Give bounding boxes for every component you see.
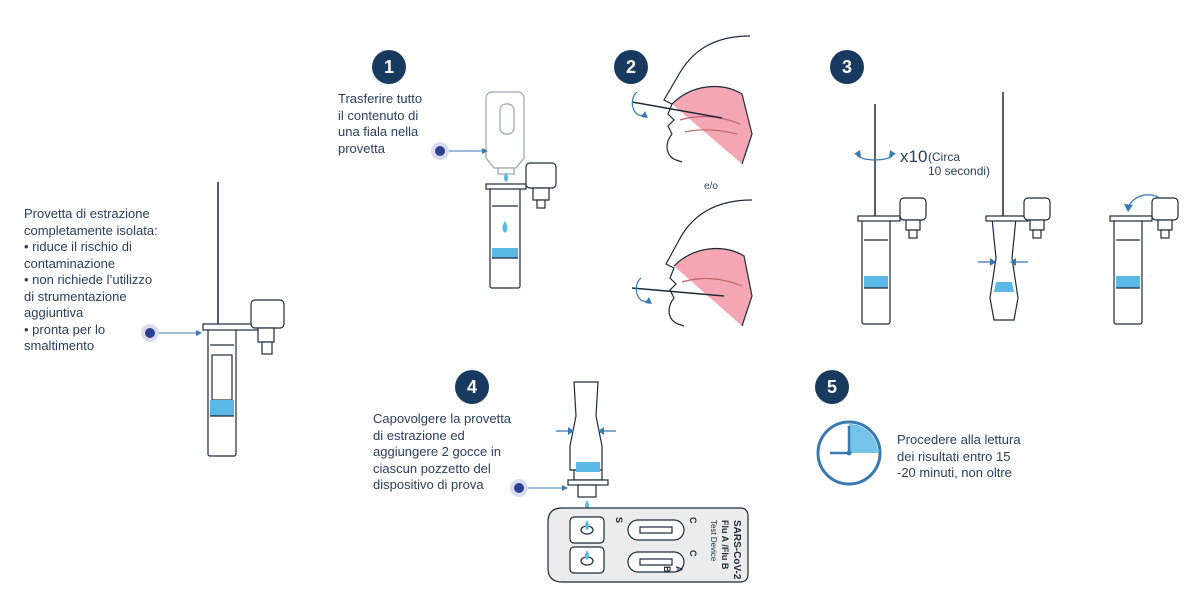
intro-bullet-line: smaltimento [24,338,95,353]
intro-bullet-line: • non richiede l’utilizzo [24,272,153,287]
step-3-badge: 3 [830,50,864,84]
intro-pointer-arrowhead [196,330,202,336]
step-1-line: una fiala nella [338,124,419,139]
window-top-label-c: C [688,517,698,524]
step-4-line: aggiungere 2 gocce in [373,444,501,459]
step-5-line: -20 minuti, non oltre [897,465,1012,480]
step-2-rotate-arrow-1 [631,91,646,116]
step-5-text: Procedere alla lettura dei risultati ent… [897,432,1057,482]
intro-bullet-line: • riduce il rischio di [24,239,132,254]
window-top-label-s: S [614,517,624,523]
window-bottom-label-a: A [674,566,684,573]
step-5-timer [816,420,882,486]
step-4-text: Capovolgere la provetta di estrazione ed… [373,411,543,494]
step-2-badge: 2 [614,50,648,84]
test-device [547,507,749,583]
or-label: e/o [704,181,718,192]
step-2-head-nasal [663,35,753,165]
step-2-rotate-arrow-2 [635,277,650,302]
step-4-tube [567,381,609,498]
step-4-pointer-marker [510,479,528,497]
intro-text: Provetta di estrazione completamente iso… [24,206,204,355]
intro-bullet-line: di strumentazione [24,288,127,304]
step-4-badge: 4 [455,370,489,404]
device-name-line-2: Flu A /Flu B [720,520,730,570]
step-5-badge: 5 [815,370,849,404]
rotation-count: x10 [900,147,928,166]
step-1-pointer-marker [431,142,449,160]
step-4-squeeze-arrow-right [598,427,604,435]
step-4-line: dispositivo di prova [373,477,484,492]
step-1-drop [504,172,508,182]
step-1-tube [485,162,557,289]
intro-bullet-line: contaminazione [24,255,116,271]
step-1-line: il contenuto di [338,107,419,123]
intro-pointer-marker [141,324,159,342]
step-3-squeeze-arrow-right [1010,258,1016,266]
rotation-note-line: (Circa [928,150,960,164]
step-1-text: Trasferire tutto il contenuto di una fia… [338,91,448,157]
step-3-squeeze-arrow-left [990,258,996,266]
intro-bullet-line: • pronta per lo [24,321,106,337]
step-1-vial [485,91,525,175]
step-4-line: di estrazione ed [373,427,465,443]
device-name-line-1: SARS-CoV-2 [731,520,742,580]
device-name-line-3: Test Device [709,520,718,562]
step-3-tube-c [1109,197,1179,325]
window-bottom-label-b: B [662,566,672,573]
step-3-tube-a [857,104,927,325]
step-2-swab-throat [631,287,725,297]
step-4-squeeze-arrow-left [568,427,574,435]
rotation-note: (Circa 10 secondi) [928,150,990,178]
step-4-line: Capovolgere la provetta [373,411,512,426]
intro-title-line: completamente isolata: [24,222,158,238]
step-5-line: dei risultati entro 15 [897,448,1011,464]
step-1-line: provetta [338,140,385,156]
device-drop-top [585,520,589,530]
step-4-line: ciascun pozzetto del [373,460,491,476]
timer-elapsed-wedge [849,424,878,453]
step-1-tube-drop [502,221,508,233]
step-2-swab-nasal [631,101,723,119]
step-5-line: Procedere alla lettura [897,432,1021,447]
rotation-note-line: 10 secondi) [928,164,991,178]
extraction-tube-intro [202,182,285,457]
intro-title-line: Provetta di estrazione [24,206,150,221]
device-drop-bottom [585,550,589,560]
step-1-badge: 1 [372,50,406,84]
step-1-line: Trasferire tutto [338,91,423,106]
step-2-head-throat [665,199,753,327]
window-bottom-label-c: C [688,550,698,557]
intro-bullet-line: aggiuntiva [24,305,84,320]
step-3-tube-b [985,92,1051,321]
